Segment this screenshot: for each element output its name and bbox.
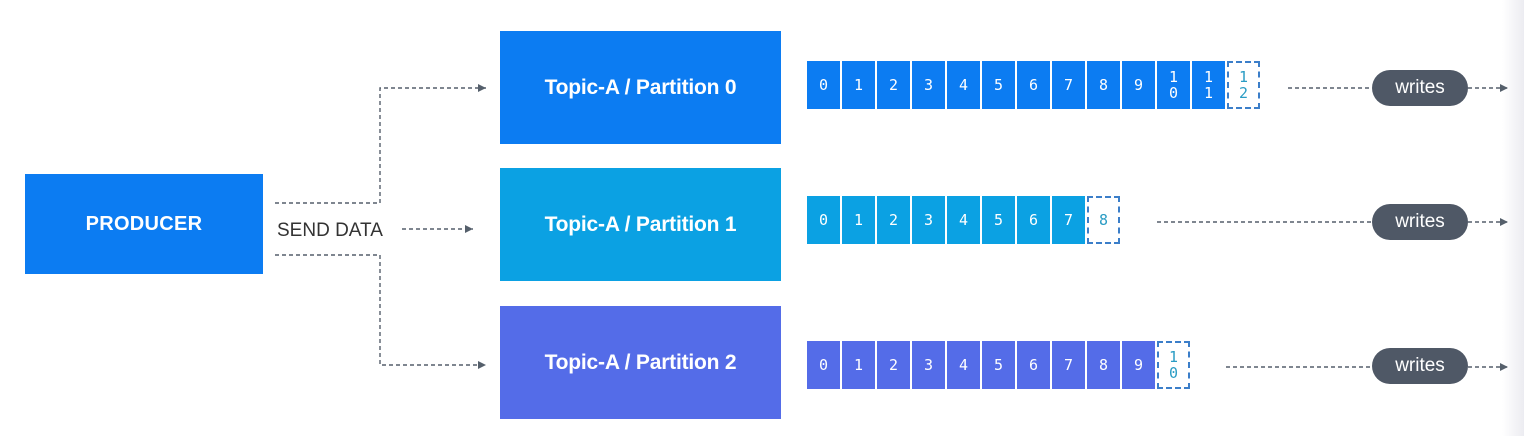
offset-cell: 7	[1052, 61, 1085, 109]
topic-partition-0-label: Topic-A / Partition 0	[544, 75, 737, 99]
offset-cell: 0	[807, 61, 840, 109]
producer-box: PRODUCER	[25, 174, 263, 274]
offset-cell: 1	[842, 61, 875, 109]
offset-cell: 3	[912, 196, 945, 244]
offset-cell: 8	[1087, 61, 1120, 109]
writes-pill-1: writes	[1372, 204, 1468, 240]
arrow-to-partition-0	[275, 84, 486, 204]
offset-cell: 4	[947, 196, 980, 244]
offset-cell: 6	[1017, 341, 1050, 389]
offset-cell: 8	[1087, 341, 1120, 389]
offset-cell: 6	[1017, 196, 1050, 244]
offset-cell: 1	[842, 341, 875, 389]
offset-cell: 4	[947, 61, 980, 109]
writes-pill-0: writes	[1372, 70, 1468, 106]
offset-cell: 5	[982, 61, 1015, 109]
topic-partition-1-label: Topic-A / Partition 1	[544, 212, 737, 236]
offset-cell: 3	[912, 341, 945, 389]
topic-partition-0: Topic-A / Partition 0	[500, 31, 781, 144]
send-data-label: SEND DATA	[277, 220, 383, 241]
offset-cell: 3	[912, 61, 945, 109]
offset-cell: 7	[1052, 196, 1085, 244]
topic-partition-1: Topic-A / Partition 1	[500, 168, 781, 281]
offset-cell: 4	[947, 341, 980, 389]
offset-cell: 1	[842, 196, 875, 244]
producer-label: PRODUCER	[85, 212, 203, 235]
offset-cell: 7	[1052, 341, 1085, 389]
offset-cell: 1 0	[1157, 61, 1190, 109]
arrow-to-partition-2	[275, 254, 486, 369]
offset-cell: 6	[1017, 61, 1050, 109]
offset-cell: 5	[982, 196, 1015, 244]
offset-cell: 0	[807, 196, 840, 244]
topic-partition-2-label: Topic-A / Partition 2	[544, 350, 737, 374]
offset-cell: 2	[877, 196, 910, 244]
right-edge-shadow	[1502, 0, 1524, 436]
offset-cell: 9	[1122, 61, 1155, 109]
offset-cell: 0	[807, 341, 840, 389]
offset-cell: 2	[877, 61, 910, 109]
next-offset-cell: 1 0	[1157, 341, 1190, 389]
offset-cell: 9	[1122, 341, 1155, 389]
offset-cell: 2	[877, 341, 910, 389]
writes-pill-2: writes	[1372, 348, 1468, 384]
next-offset-cell: 8	[1087, 196, 1120, 244]
offset-cell: 1 1	[1192, 61, 1225, 109]
next-offset-cell: 1 2	[1227, 61, 1260, 109]
offset-cell: 5	[982, 341, 1015, 389]
topic-partition-2: Topic-A / Partition 2	[500, 306, 781, 419]
